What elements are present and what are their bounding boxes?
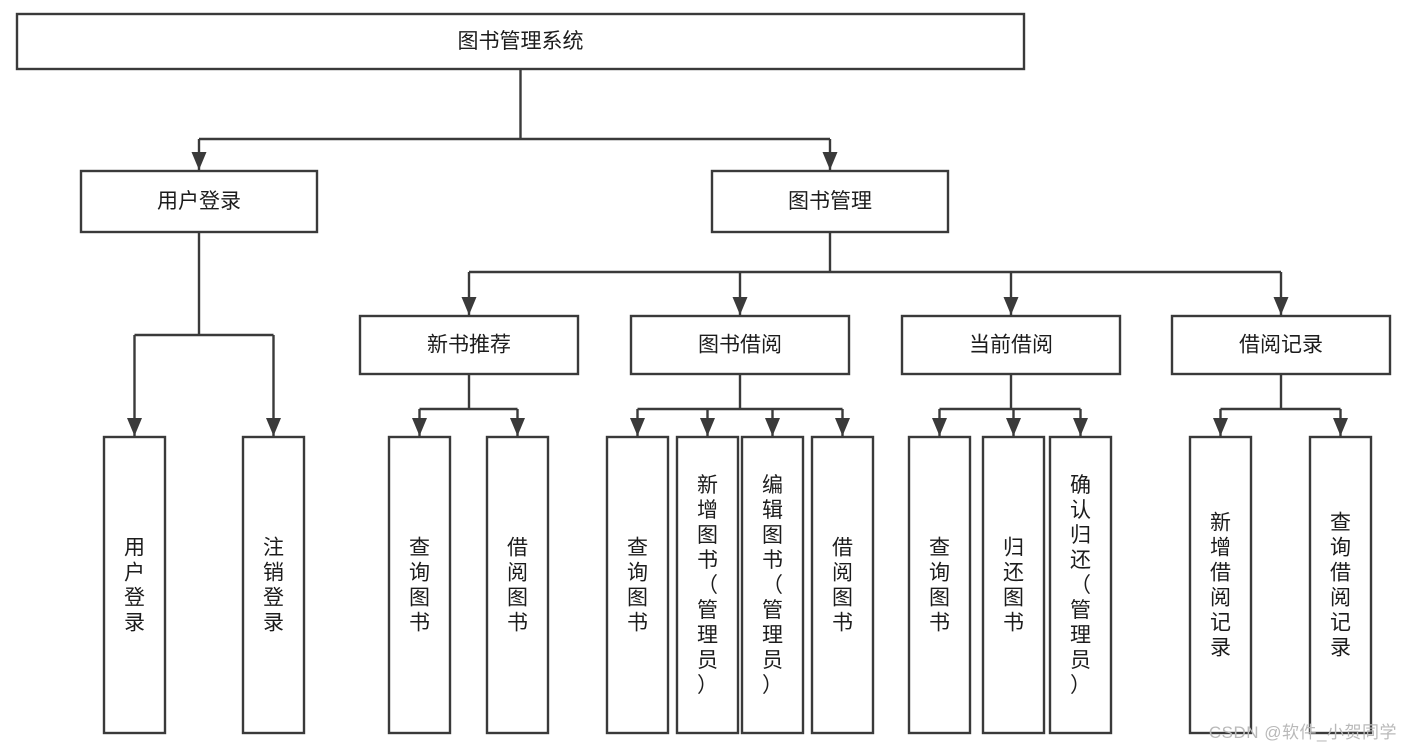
arrow-head-icon xyxy=(461,297,477,315)
node-box[interactable] xyxy=(675,435,740,735)
node-label: 查询图书 xyxy=(627,537,648,635)
node-label: 编辑图书（管理员） xyxy=(762,474,783,697)
arrow-head-icon xyxy=(1006,418,1021,436)
node-box[interactable] xyxy=(387,435,452,735)
node-label: 用户登录 xyxy=(124,537,145,635)
node-box[interactable] xyxy=(241,435,306,735)
node-label: 确认归还（管理员） xyxy=(1070,474,1091,697)
node-leaf-6[interactable]: 编辑图书（管理员） xyxy=(740,435,805,735)
node-label: 归还图书 xyxy=(1003,537,1024,635)
node-label: 借阅图书 xyxy=(832,537,853,635)
node-leaf-1[interactable]: 注销登录 xyxy=(241,435,306,735)
node-box[interactable] xyxy=(605,435,670,735)
node-level3-3[interactable]: 借阅记录 xyxy=(1170,314,1392,376)
node-leaf-7[interactable]: 借阅图书 xyxy=(810,435,875,735)
arrow-head-icon xyxy=(835,418,850,436)
arrow-head-icon xyxy=(1213,418,1228,436)
node-box[interactable] xyxy=(810,435,875,735)
node-level2-1[interactable]: 图书管理 xyxy=(710,169,950,234)
node-label: 注销登录 xyxy=(263,537,284,635)
node-leaf-12[interactable]: 查询借阅记录 xyxy=(1308,435,1373,735)
node-label: 借阅图书 xyxy=(507,537,528,635)
arrow-head-icon xyxy=(1073,418,1088,436)
arrow-head-icon xyxy=(1333,418,1348,436)
node-leaf-0[interactable]: 用户登录 xyxy=(102,435,167,735)
node-label: 查询图书 xyxy=(929,537,950,635)
arrow-head-icon xyxy=(932,418,947,436)
arrow-head-icon xyxy=(732,297,748,315)
node-root-system[interactable]: 图书管理系统 xyxy=(15,12,1026,71)
connectors-layer xyxy=(127,69,1348,436)
node-leaf-2[interactable]: 查询图书 xyxy=(387,435,452,735)
node-box[interactable] xyxy=(79,169,319,234)
node-leaf-3[interactable]: 借阅图书 xyxy=(485,435,550,735)
node-label: 用户登录 xyxy=(157,190,241,213)
arrow-head-icon xyxy=(765,418,780,436)
node-box[interactable] xyxy=(485,435,550,735)
node-label: 查询借阅记录 xyxy=(1330,512,1351,660)
watermark-text: CSDN @软件_小贺同学 xyxy=(1208,723,1397,742)
node-box[interactable] xyxy=(1170,314,1392,376)
node-box[interactable] xyxy=(358,314,580,376)
node-label: 新书推荐 xyxy=(427,334,511,357)
node-label: 图书借阅 xyxy=(698,334,782,357)
node-level3-0[interactable]: 新书推荐 xyxy=(358,314,580,376)
node-leaf-8[interactable]: 查询图书 xyxy=(907,435,972,735)
node-box[interactable] xyxy=(900,314,1122,376)
node-box[interactable] xyxy=(629,314,851,376)
node-label: 图书管理 xyxy=(788,190,872,213)
node-box[interactable] xyxy=(740,435,805,735)
arrow-head-icon xyxy=(1003,297,1019,315)
node-label: 图书管理系统 xyxy=(458,30,584,53)
node-leaf-11[interactable]: 新增借阅记录 xyxy=(1188,435,1253,735)
arrow-head-icon xyxy=(630,418,645,436)
node-box[interactable] xyxy=(15,12,1026,71)
node-label: 新增图书（管理员） xyxy=(697,474,718,697)
node-level3-2[interactable]: 当前借阅 xyxy=(900,314,1122,376)
node-box[interactable] xyxy=(710,169,950,234)
node-label: 当前借阅 xyxy=(969,334,1053,357)
node-box[interactable] xyxy=(1308,435,1373,735)
node-label: 新增借阅记录 xyxy=(1210,512,1231,660)
arrow-head-icon xyxy=(822,152,838,170)
node-box[interactable] xyxy=(102,435,167,735)
node-level2-0[interactable]: 用户登录 xyxy=(79,169,319,234)
arrow-head-icon xyxy=(1273,297,1289,315)
node-box[interactable] xyxy=(1048,435,1113,735)
arrow-head-icon xyxy=(412,418,427,436)
node-box[interactable] xyxy=(981,435,1046,735)
node-box[interactable] xyxy=(907,435,972,735)
node-label: 借阅记录 xyxy=(1239,334,1323,357)
arrow-head-icon xyxy=(191,152,207,170)
node-leaf-9[interactable]: 归还图书 xyxy=(981,435,1046,735)
node-level3-1[interactable]: 图书借阅 xyxy=(629,314,851,376)
node-box[interactable] xyxy=(1188,435,1253,735)
node-label: 查询图书 xyxy=(409,537,430,635)
node-leaf-10[interactable]: 确认归还（管理员） xyxy=(1048,435,1113,735)
node-leaf-4[interactable]: 查询图书 xyxy=(605,435,670,735)
nodes-layer: 图书管理系统用户登录图书管理新书推荐图书借阅当前借阅借阅记录用户登录注销登录查询… xyxy=(15,12,1392,735)
arrow-head-icon xyxy=(266,418,281,436)
node-leaf-5[interactable]: 新增图书（管理员） xyxy=(675,435,740,735)
arrow-head-icon xyxy=(510,418,525,436)
arrow-head-icon xyxy=(127,418,142,436)
arrow-head-icon xyxy=(700,418,715,436)
